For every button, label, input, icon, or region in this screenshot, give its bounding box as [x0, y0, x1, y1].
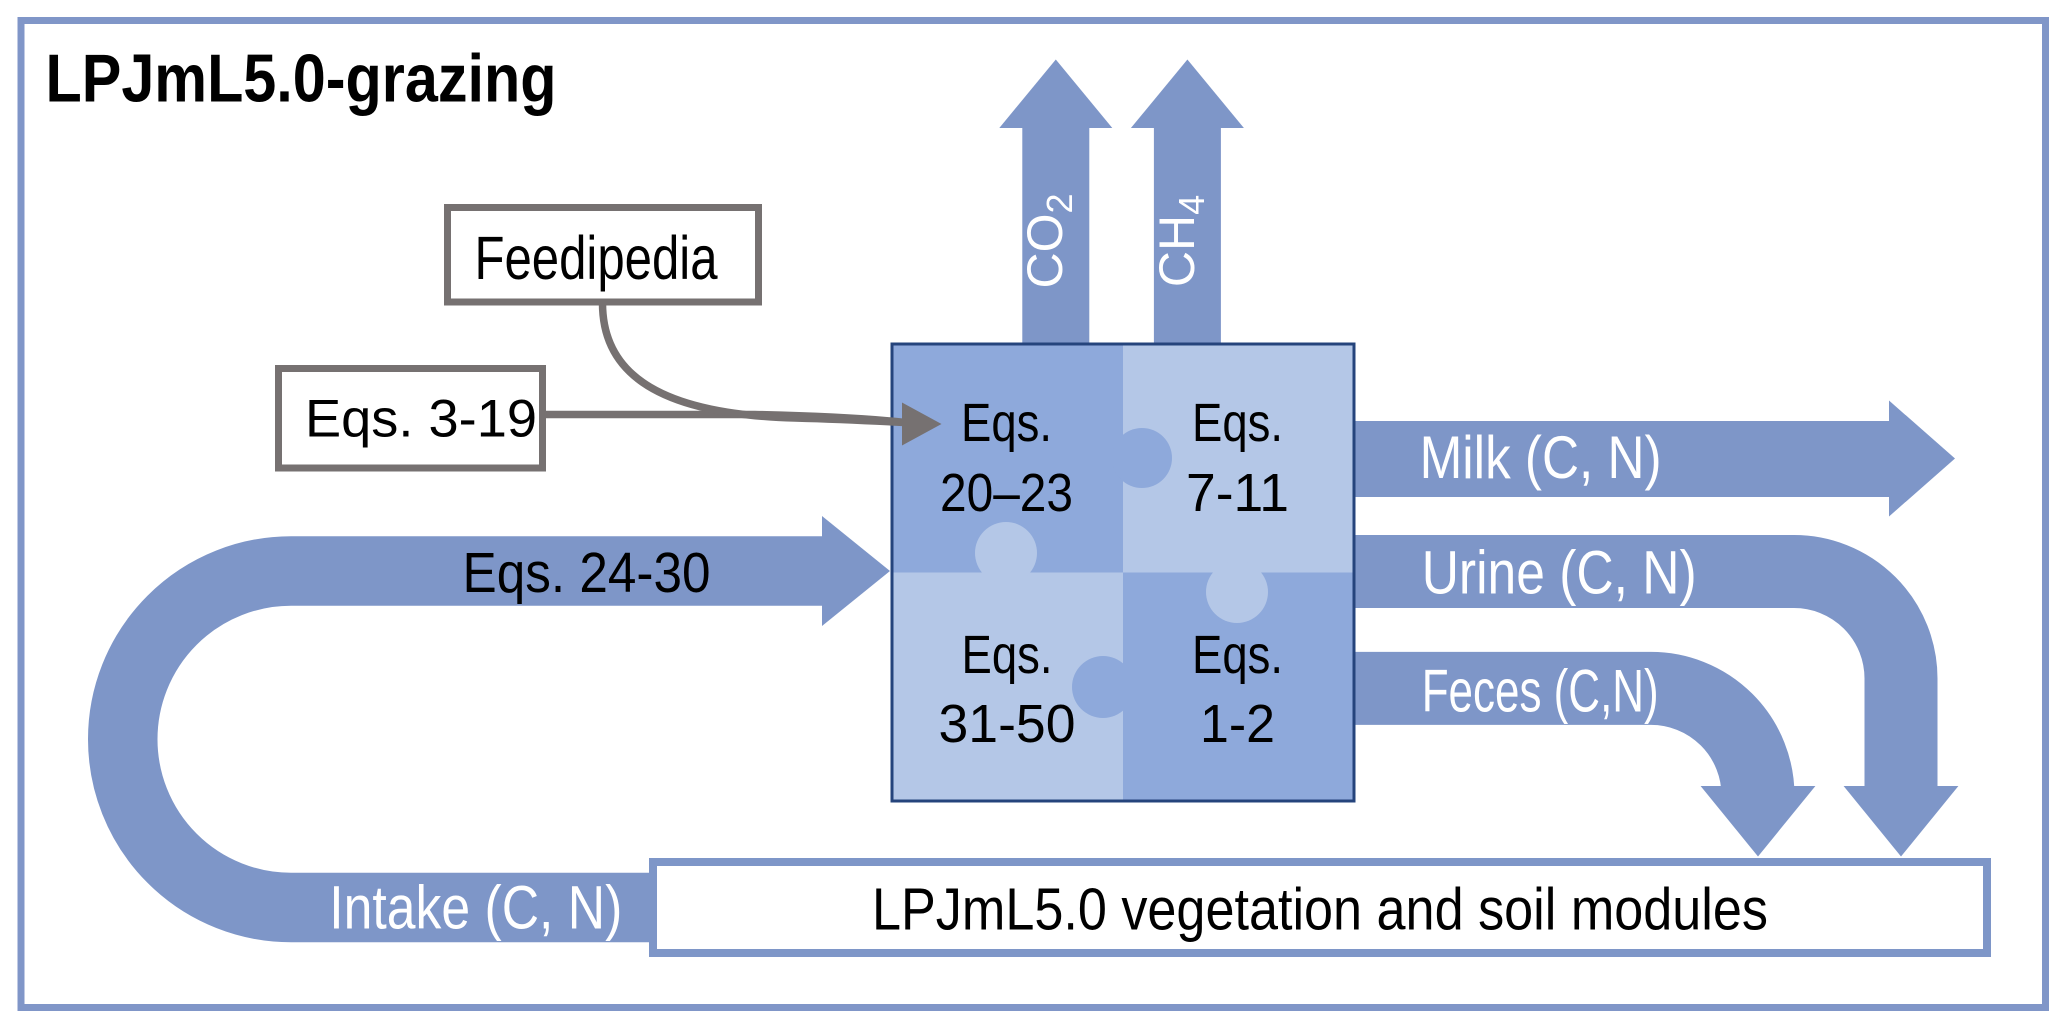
svg-text:Eqs.: Eqs.: [962, 625, 1053, 685]
svg-text:Eqs. 24-30: Eqs. 24-30: [463, 541, 711, 605]
svg-text:1-2: 1-2: [1200, 694, 1275, 754]
svg-text:Eqs.: Eqs.: [961, 393, 1052, 453]
svg-text:Eqs.: Eqs.: [1192, 625, 1283, 685]
svg-text:7-11: 7-11: [1186, 463, 1289, 523]
svg-text:Eqs.: Eqs.: [1192, 393, 1283, 453]
svg-text:Eqs. 3-19: Eqs. 3-19: [305, 390, 537, 449]
svg-text:LPJmL5.0 vegetation and soil m: LPJmL5.0 vegetation and soil modules: [872, 877, 1768, 943]
svg-text:31-50: 31-50: [939, 694, 1076, 754]
svg-text:20–23: 20–23: [940, 463, 1073, 523]
svg-text:LPJmL5.0-grazing: LPJmL5.0-grazing: [46, 41, 557, 117]
svg-text:Feces (C,N): Feces (C,N): [1422, 658, 1659, 725]
svg-text:Intake (C, N): Intake (C, N): [329, 874, 622, 942]
svg-text:Urine (C, N): Urine (C, N): [1422, 539, 1697, 607]
svg-text:Milk (C, N): Milk (C, N): [1420, 424, 1662, 491]
svg-text:CH4: CH4: [1149, 195, 1212, 287]
svg-text:Feedipedia: Feedipedia: [475, 224, 718, 292]
